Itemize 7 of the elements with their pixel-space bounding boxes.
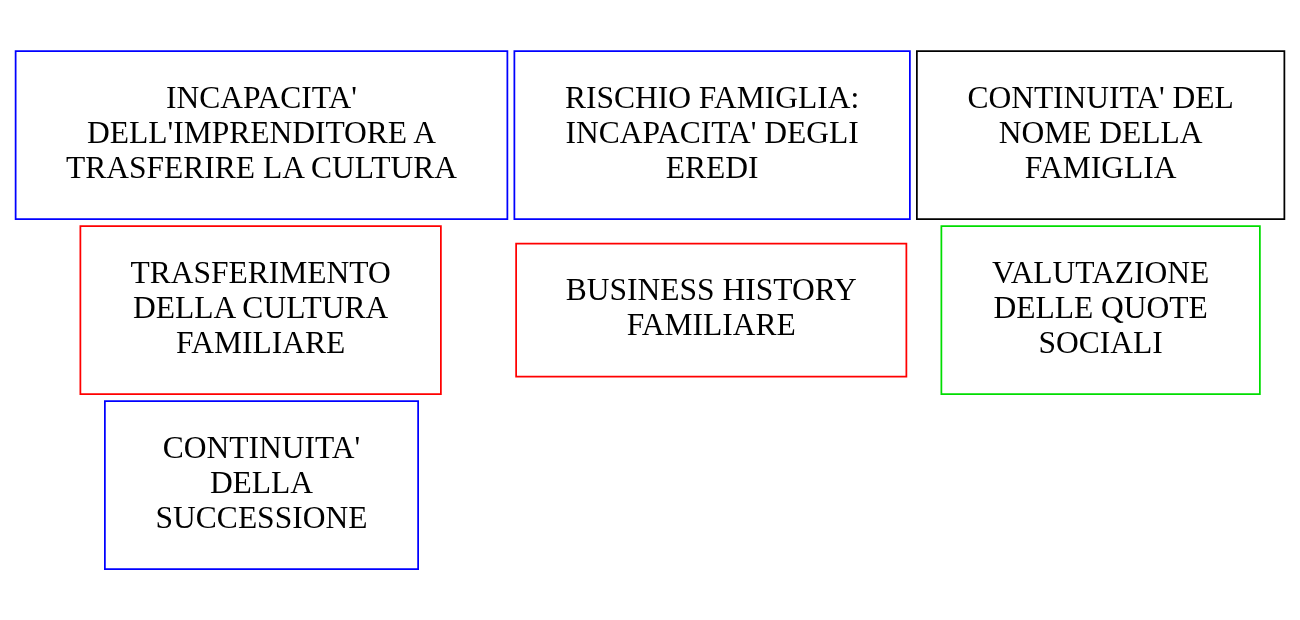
node-box: RISCHIO FAMIGLIA: INCAPACITA' DEGLI EREDI — [513, 50, 911, 220]
node-box: TRASFERIMENTO DELLA CULTURA FAMILIARE — [79, 225, 442, 395]
node-box: BUSINESS HISTORY FAMILIARE — [515, 242, 908, 378]
node-box: INCAPACITA' DELL'IMPRENDITORE A TRASFERIRE LA CULTURA — [14, 50, 509, 220]
node-box: VALUTAZIONE DELLE QUOTE SOCIALI — [940, 225, 1261, 395]
node-box: CONTINUITA' DELLA SUCCESSIONE — [104, 400, 419, 570]
node-box: CONTINUITA' DEL NOME DELLA FAMIGLIA — [916, 50, 1286, 220]
